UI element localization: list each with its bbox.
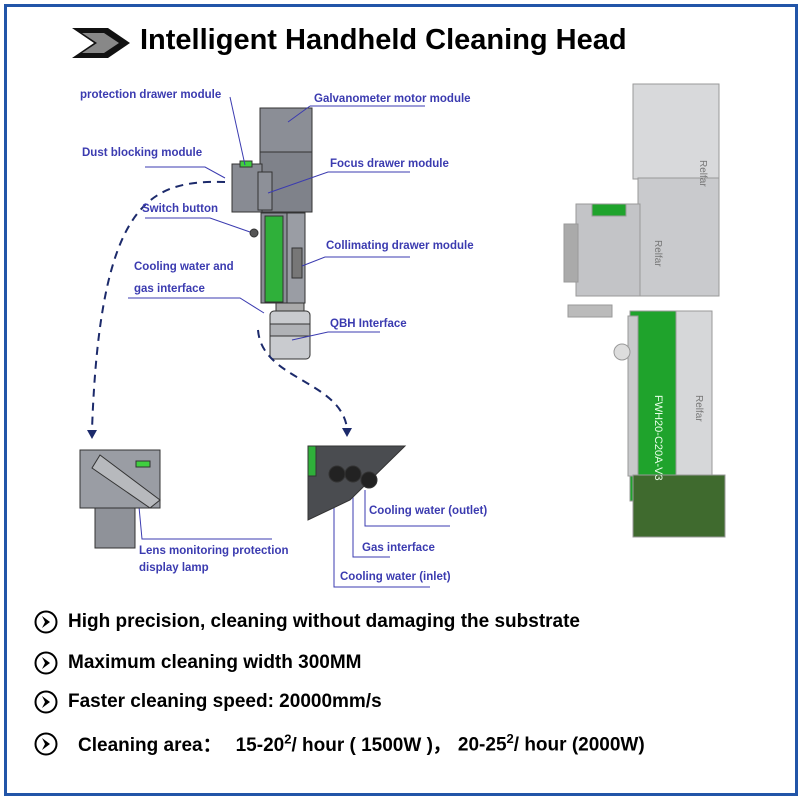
label-cooling-gas-line2: gas interface xyxy=(134,283,205,295)
label-gas-interface: Gas interface xyxy=(362,542,435,554)
feature-item: Maximum cleaning width 300MM xyxy=(34,651,362,675)
schematic-head xyxy=(231,107,313,360)
detail-lens-lamp xyxy=(79,449,161,549)
feature-item: Faster cleaning speed: 20000mm/s xyxy=(34,690,382,714)
title-arrow-icon xyxy=(72,28,130,58)
label-galvanometer: Galvanometer motor module xyxy=(314,93,471,105)
label-protection-drawer: protection drawer module xyxy=(80,89,222,101)
photo-model-mark: FWH20-C20A-V3 xyxy=(652,395,664,481)
label-switch-button: Switch button xyxy=(142,203,219,215)
label-cooling-gas-line1: Cooling water and xyxy=(134,261,234,273)
value: 20-25 xyxy=(457,734,507,756)
label-lens-lamp-line1: Lens monitoring protection xyxy=(139,545,289,557)
circled-chevron-right-icon xyxy=(34,732,58,755)
label-dust-blocking: Dust blocking module xyxy=(82,147,203,159)
feature-text: High precision, cleaning without damagin… xyxy=(68,611,580,632)
cleaning-area-2000w: 20-252/ hour (2000W) xyxy=(458,731,645,756)
detail-connectors xyxy=(307,445,407,521)
photo-brand-mark: Relfar xyxy=(697,160,708,187)
cleaning-area-1500w: 15-202/ hour ( 1500W )， xyxy=(236,730,452,757)
cleaning-area-label: Cleaning area： xyxy=(78,735,222,756)
value: 15-20 xyxy=(235,735,285,756)
label-qbh: QBH Interface xyxy=(330,318,407,330)
feature-text: Faster cleaning speed: 20000mm/s xyxy=(68,691,382,712)
label-cooling-inlet: Cooling water (inlet) xyxy=(340,571,451,583)
product-photo xyxy=(563,83,726,538)
label-focus-drawer: Focus drawer module xyxy=(330,158,449,170)
circled-chevron-right-icon xyxy=(34,690,58,714)
circled-chevron-right-icon xyxy=(34,651,58,675)
circled-chevron-right-icon xyxy=(34,610,58,634)
unit: / hour (2000W) xyxy=(513,734,645,756)
feature-item: High precision, cleaning without damagin… xyxy=(34,610,580,634)
label-cooling-outlet: Cooling water (outlet) xyxy=(369,505,488,517)
leader-lines xyxy=(128,96,450,588)
page-title: Intelligent Handheld Cleaning Head xyxy=(140,24,627,56)
label-lens-lamp-line2: display lamp xyxy=(139,562,209,574)
photo-brand-mark-3: Relfar xyxy=(693,395,704,422)
unit: / hour ( 1500W )， xyxy=(291,735,452,756)
photo-brand-mark-2: Relfar xyxy=(652,240,663,267)
feature-text: Maximum cleaning width 300MM xyxy=(68,652,362,673)
label-collimating-drawer: Collimating drawer module xyxy=(326,240,474,252)
superscript: 2 xyxy=(506,730,514,746)
superscript: 2 xyxy=(284,731,292,747)
feature-cleaning-area: Cleaning area： 15-202/ hour ( 1500W )， 2… xyxy=(34,730,645,757)
border-frame xyxy=(4,4,798,796)
